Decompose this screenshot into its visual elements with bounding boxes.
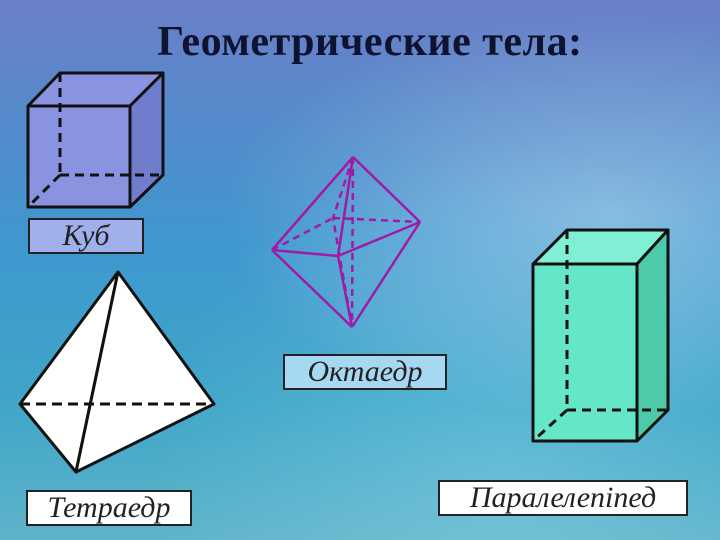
slide-title: Геометрические тела: [157, 19, 583, 65]
cube-label: Куб [28, 218, 144, 254]
cube-hidden-edges [26, 73, 163, 209]
parallelepiped-label: Паралелепiпед [438, 480, 688, 516]
parallelepiped-front-face [531, 262, 639, 443]
cube-front-face [26, 104, 132, 209]
octahedron-label: Октаедр [283, 354, 447, 390]
tetrahedron-right-face [74, 270, 216, 474]
parallelepiped-hidden-edges [531, 230, 668, 443]
octahedron-hidden-edges [271, 156, 421, 328]
tetrahedron-label: Тетраедр [26, 490, 192, 526]
